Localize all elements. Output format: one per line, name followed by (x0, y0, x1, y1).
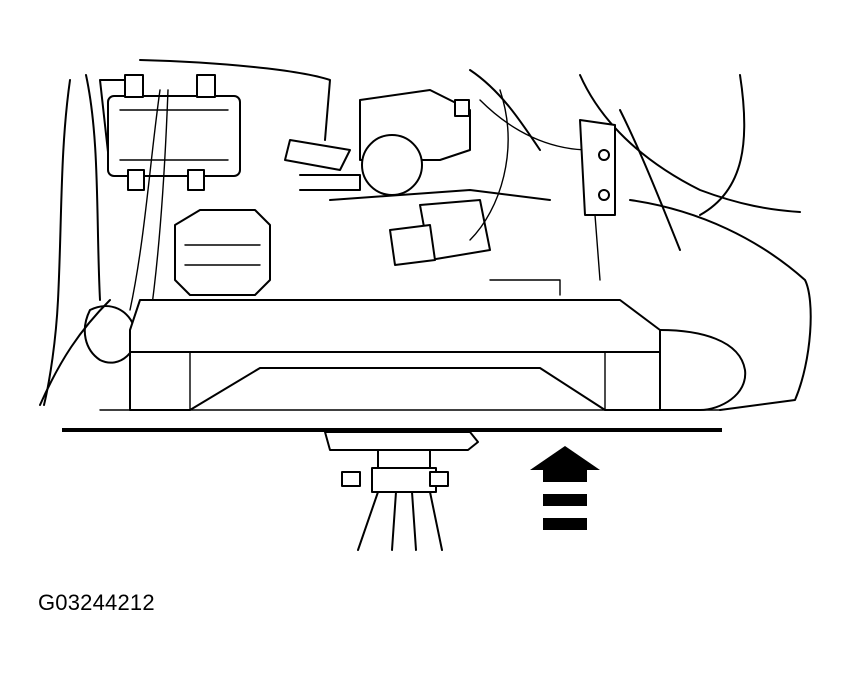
right-sensor-cluster (389, 89, 616, 296)
crossmember (129, 299, 747, 411)
left-coil-assembly (107, 74, 241, 321)
jack-stand (324, 431, 479, 551)
arrow-up-icon (530, 446, 600, 530)
center-components (284, 89, 551, 201)
figure-code: G03244212 (38, 590, 155, 615)
jack-board (62, 428, 722, 432)
left-engine-mount (83, 209, 271, 364)
